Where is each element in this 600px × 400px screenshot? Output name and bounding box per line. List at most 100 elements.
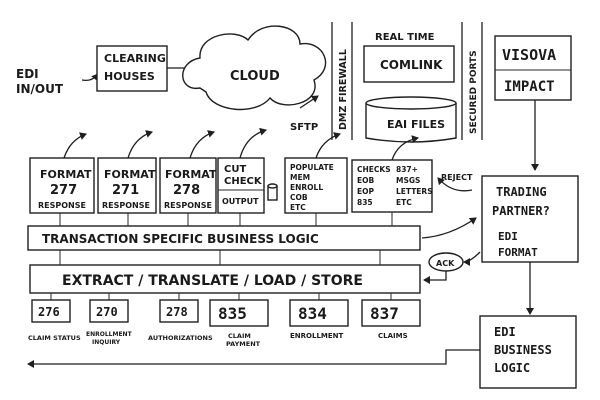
format-271-up-arrow	[127, 130, 153, 159]
eai-label: EAI FILES	[387, 118, 445, 131]
format-277-line-1: FORMAT	[40, 168, 92, 181]
edi-to-clearing-arrow	[81, 73, 99, 82]
code-270-box: 270 ENROLLMENT INQUIRY	[86, 299, 133, 346]
edi-business-logic-box: EDI BUSINESS LOGIC	[479, 315, 577, 389]
code-270-label-1: ENROLLMENT	[86, 331, 133, 338]
code-276-label: CLAIM STATUS	[28, 334, 81, 342]
trading-line-3: EDI	[498, 230, 518, 243]
code-835-num: 835	[218, 304, 247, 323]
format-271-box: FORMAT 271 RESPONSE	[97, 157, 157, 214]
checks-right-3: LETTERS	[396, 187, 433, 196]
checks-right-1: 837+	[396, 165, 418, 174]
comlink-label: COMLINK	[380, 58, 443, 72]
populate-box: POPULATE MEM ENROLL COB ETC	[284, 157, 348, 214]
format-271-line-1: FORMAT	[104, 168, 156, 181]
sftp-label: SFTP	[290, 122, 318, 133]
reject-label: REJECT	[441, 173, 473, 182]
checks-right-2: MSGS	[396, 176, 420, 185]
format-277-sub: RESPONSE	[38, 201, 86, 210]
trading-line-2: PARTNER?	[492, 204, 550, 218]
output-cylinder-icon	[267, 183, 278, 201]
comlink-box	[363, 45, 455, 83]
code-834-num: 834	[298, 304, 327, 323]
format-278-line-1: FORMAT	[165, 168, 217, 181]
eai-cylinder-body	[365, 103, 457, 143]
sftp-arrow	[299, 95, 319, 109]
tsbl-to-trading-arrow	[421, 217, 477, 239]
code-278-box: 278 AUTHORIZATIONS	[148, 299, 213, 342]
impact-label: IMPACT	[504, 79, 555, 95]
checks-left-3: EOP	[357, 187, 374, 196]
edibl-line-1: EDI	[494, 325, 516, 339]
ack-to-etls-arrow	[423, 271, 447, 284]
populate-line-1: POPULATE	[290, 163, 334, 172]
trading-partner-box: TRADING PARTNER? EDI FORMAT	[481, 175, 579, 263]
visova-impact-box	[494, 35, 572, 101]
code-837-label: CLAIMS	[378, 332, 408, 340]
etls-bar	[29, 264, 421, 294]
trading-line-4: FORMAT	[498, 246, 538, 259]
cut-check-box: CUT CHECK OUTPUT	[217, 157, 265, 214]
code-278-label: AUTHORIZATIONS	[148, 334, 213, 342]
format-277-box: FORMAT 277 RESPONSE	[29, 157, 95, 214]
checks-left-4: 835	[357, 198, 373, 207]
populate-line-4: COB	[290, 193, 308, 202]
code-835-box: 835 CLAIM PAYMENT	[209, 299, 269, 348]
clearing-houses-box	[96, 45, 168, 92]
bottom-return-arrow	[27, 349, 480, 368]
format-278-box: FORMAT 278 RESPONSE	[159, 157, 217, 214]
edi-inout-label-1: EDI	[16, 67, 39, 81]
code-278-num: 278	[166, 305, 188, 319]
checks-box: CHECKS EOB EOP 835 837+ MSGS LETTERS ETC	[351, 159, 433, 213]
code-837-box: 837 CLAIMS	[361, 299, 421, 340]
code-276-num: 276	[38, 305, 60, 319]
clearing-label-2: HOUSES	[104, 70, 155, 83]
checks-left-2: EOB	[357, 176, 374, 185]
edibl-line-3: LOGIC	[494, 361, 530, 375]
eai-cylinder-top	[365, 96, 457, 110]
cloud-shape	[182, 25, 327, 111]
populate-line-5: ETC	[290, 203, 306, 212]
realtime-label: REAL TIME	[375, 32, 435, 43]
cut-check-up-arrow	[239, 127, 267, 159]
edi-inout-label-2: IN/OUT	[16, 82, 64, 96]
code-270-label-2: INQUIRY	[92, 339, 121, 346]
clearing-label-1: CLEARING	[104, 52, 166, 65]
cut-check-line-2: CHECK	[224, 176, 263, 187]
populate-line-2: MEM	[290, 173, 310, 182]
format-278-up-arrow	[189, 130, 215, 159]
cloud-label: CLOUD	[230, 69, 280, 84]
format-278-sub: RESPONSE	[164, 201, 212, 210]
dmz-firewall-label: DMZ FIREWALL	[338, 49, 349, 130]
code-837-num: 837	[370, 304, 399, 323]
tsbl-label: TRANSACTION SPECIFIC BUSINESS LOGIC	[42, 232, 319, 246]
code-276-box: 276 CLAIM STATUS	[28, 299, 81, 342]
cut-check-line-1: CUT	[224, 164, 246, 175]
format-277-line-2: 277	[50, 183, 77, 198]
reject-arrow	[437, 177, 473, 192]
format-271-sub: RESPONSE	[102, 201, 150, 210]
tsbl-bar	[27, 225, 421, 251]
code-835-label-2: PAYMENT	[226, 340, 261, 348]
populate-up-arrow	[315, 132, 341, 159]
code-270-num: 270	[96, 305, 118, 319]
checks-right-4: ETC	[396, 198, 412, 207]
checks-left-1: CHECKS	[357, 165, 391, 174]
secured-ports-label: SECURED PORTS	[469, 50, 479, 134]
code-834-label: ENROLLMENT	[290, 332, 344, 340]
etls-label: EXTRACT / TRANSLATE / LOAD / STORE	[62, 273, 363, 289]
format-278-line-2: 278	[173, 183, 200, 198]
code-835-label-1: CLAIM	[228, 332, 251, 340]
trading-to-ack-arrow	[463, 251, 481, 266]
trading-line-1: TRADING	[496, 185, 547, 199]
format-271-line-2: 271	[112, 183, 139, 198]
format-277-up-arrow	[63, 132, 87, 159]
cut-check-sub: OUTPUT	[222, 197, 259, 206]
ack-label: ACK	[436, 259, 455, 268]
code-834-box: 834 ENROLLMENT	[289, 299, 349, 340]
populate-line-3: ENROLL	[290, 183, 323, 192]
checks-up-arrow	[391, 135, 419, 161]
edibl-line-2: BUSINESS	[494, 343, 552, 357]
